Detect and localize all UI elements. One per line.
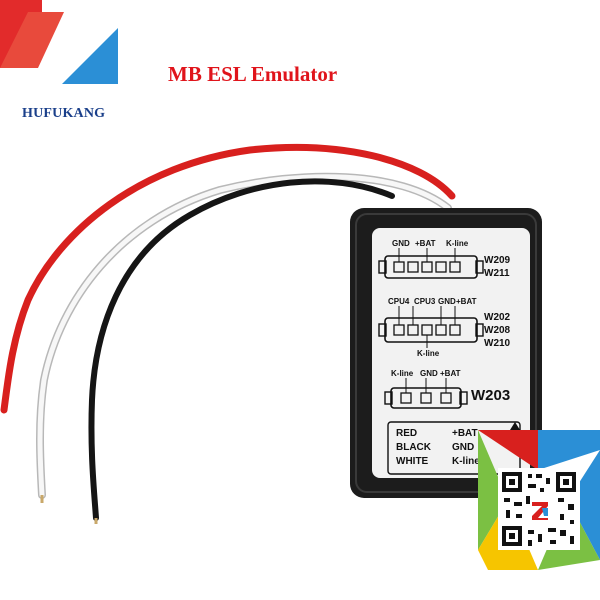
c2-pin-cpu4: CPU4 bbox=[388, 297, 410, 306]
brand-logo bbox=[0, 0, 118, 84]
c1-model-w209: W209 bbox=[484, 255, 511, 266]
c3-pin-bat: +BAT bbox=[440, 369, 461, 378]
label-panel bbox=[372, 228, 530, 478]
qr-code-badge bbox=[478, 430, 600, 570]
c1-model-w211: W211 bbox=[484, 268, 510, 279]
c2-pin-bat: +BAT bbox=[456, 297, 477, 306]
c2-model-w202: W202 bbox=[484, 312, 511, 323]
c1-pin-bat: +BAT bbox=[415, 239, 436, 248]
legend-signal-kline: K-line bbox=[452, 456, 480, 467]
legend-wire-black: BLACK bbox=[396, 442, 431, 453]
c1-pin-gnd: GND bbox=[392, 239, 410, 248]
c1-pin-kline: K-line bbox=[446, 239, 469, 248]
brand-name: HUFUKANG bbox=[22, 106, 106, 121]
white-wire-core bbox=[37, 174, 451, 498]
c3-pin-kline: K-line bbox=[391, 369, 414, 378]
red-wire bbox=[0, 143, 456, 414]
product-title: MB ESL Emulator bbox=[168, 62, 338, 86]
c2-model-w208: W208 bbox=[484, 325, 511, 336]
c3-model-w203: W203 bbox=[471, 387, 511, 404]
c2-pin-gnd: GND bbox=[438, 297, 456, 306]
c2-pin-kline: K-line bbox=[417, 349, 440, 358]
legend-signal-gnd: GND bbox=[452, 442, 475, 453]
black-wire bbox=[88, 178, 395, 521]
c2-pin-cpu3: CPU3 bbox=[414, 297, 436, 306]
legend-signal-bat: +BAT bbox=[452, 428, 478, 439]
c3-pin-gnd: GND bbox=[420, 369, 438, 378]
legend-wire-red: RED bbox=[396, 428, 418, 439]
legend-wire-white: WHITE bbox=[396, 456, 429, 467]
c2-model-w210: W210 bbox=[484, 338, 511, 349]
